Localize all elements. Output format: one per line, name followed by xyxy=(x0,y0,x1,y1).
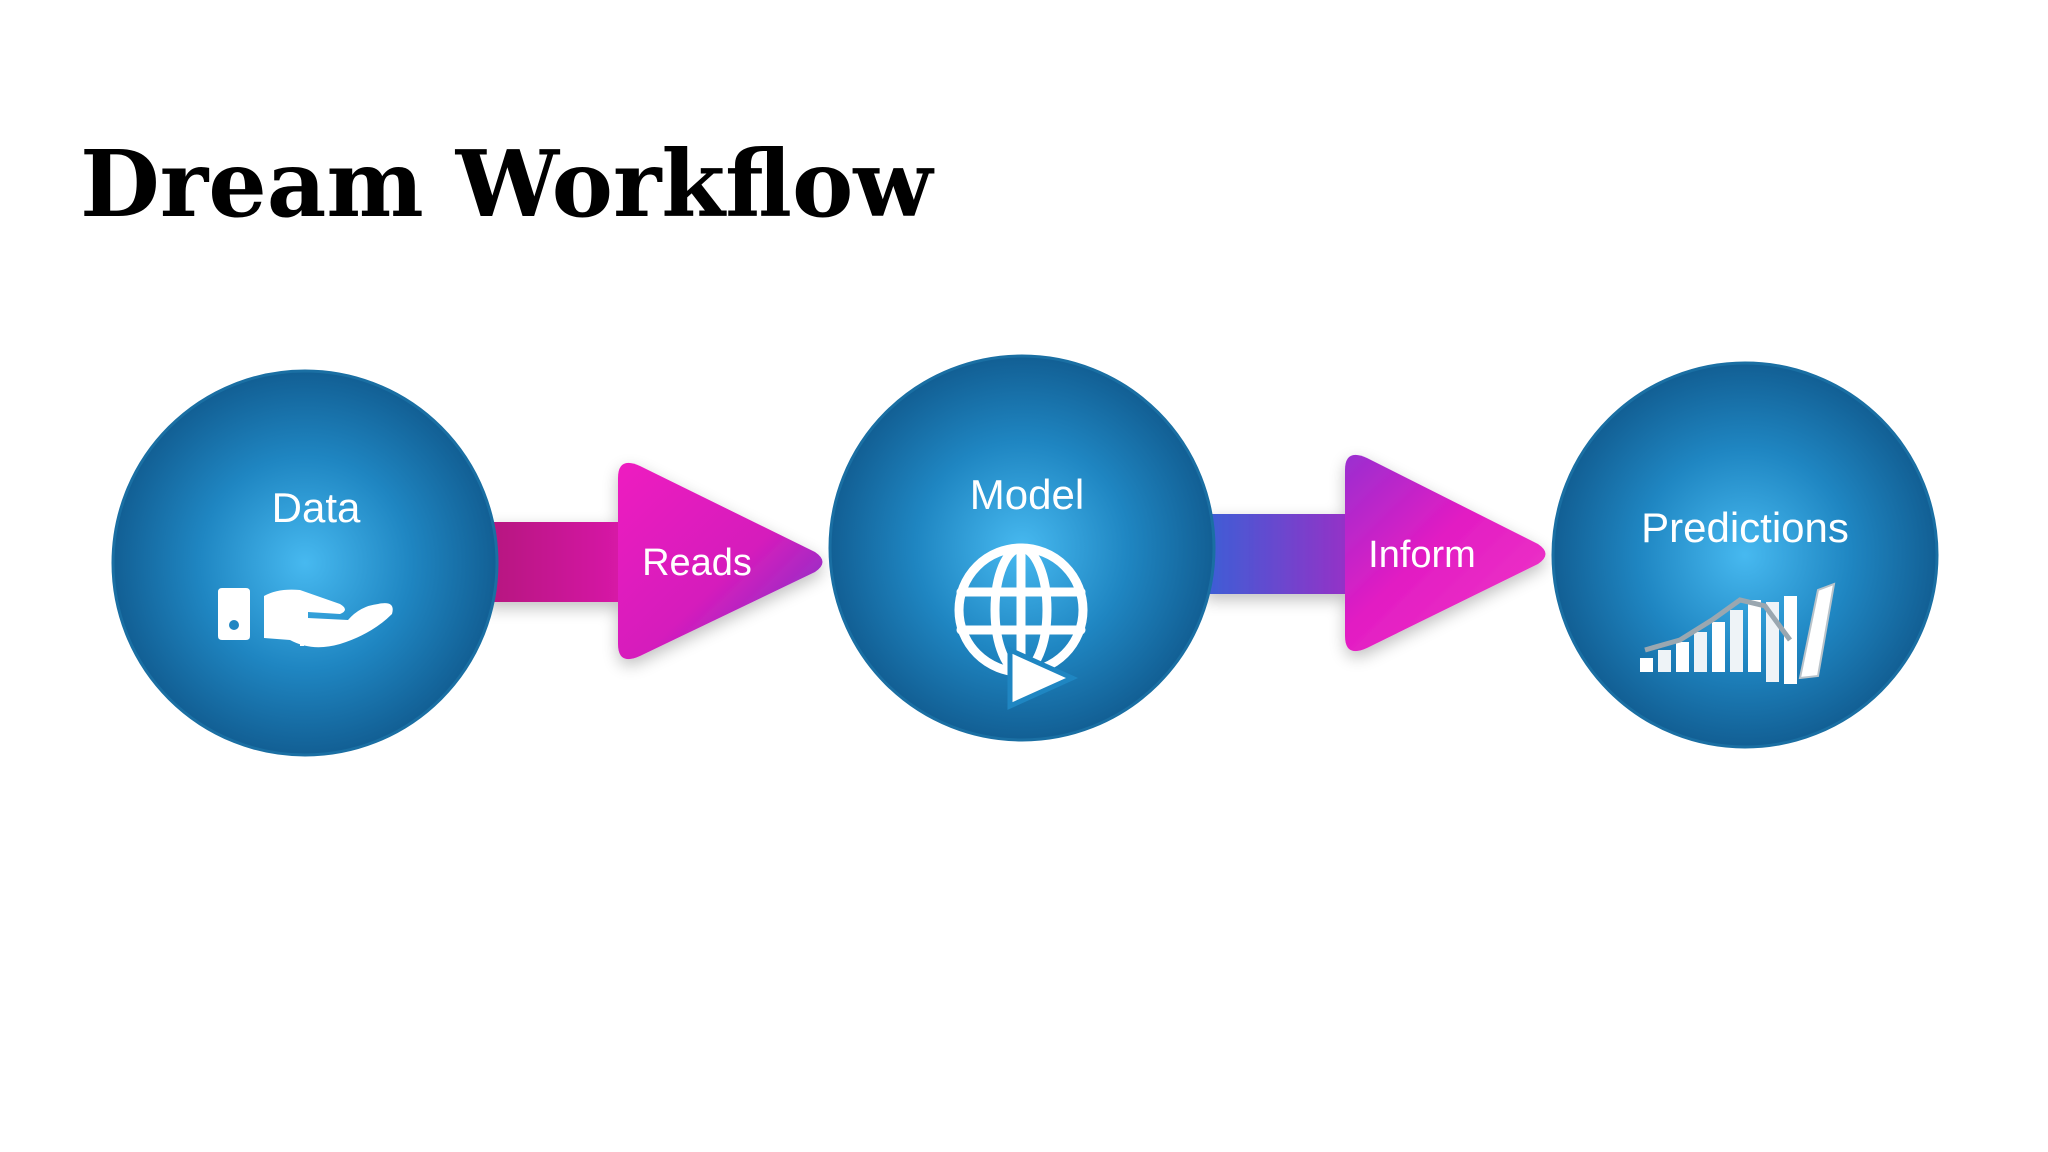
slide-title: Dream Workflow xyxy=(80,130,933,238)
node-model: Model xyxy=(828,354,1216,742)
node-predictions: Predictions xyxy=(1551,361,1939,749)
node-label-data: Data xyxy=(272,484,361,531)
bar-chart-rising-icon xyxy=(1640,582,1836,684)
connector-label-reads: Reads xyxy=(642,542,752,584)
connector-arrow-inform xyxy=(1205,454,1546,652)
hand-holding-icon xyxy=(218,588,393,648)
connector-arrow-reads xyxy=(485,462,823,660)
node-label-model: Model xyxy=(970,471,1084,518)
connector-label-inform: Inform xyxy=(1368,534,1476,576)
node-label-predictions: Predictions xyxy=(1641,504,1849,551)
node-data: Data xyxy=(111,369,499,757)
play-arrow-icon xyxy=(1007,646,1079,710)
